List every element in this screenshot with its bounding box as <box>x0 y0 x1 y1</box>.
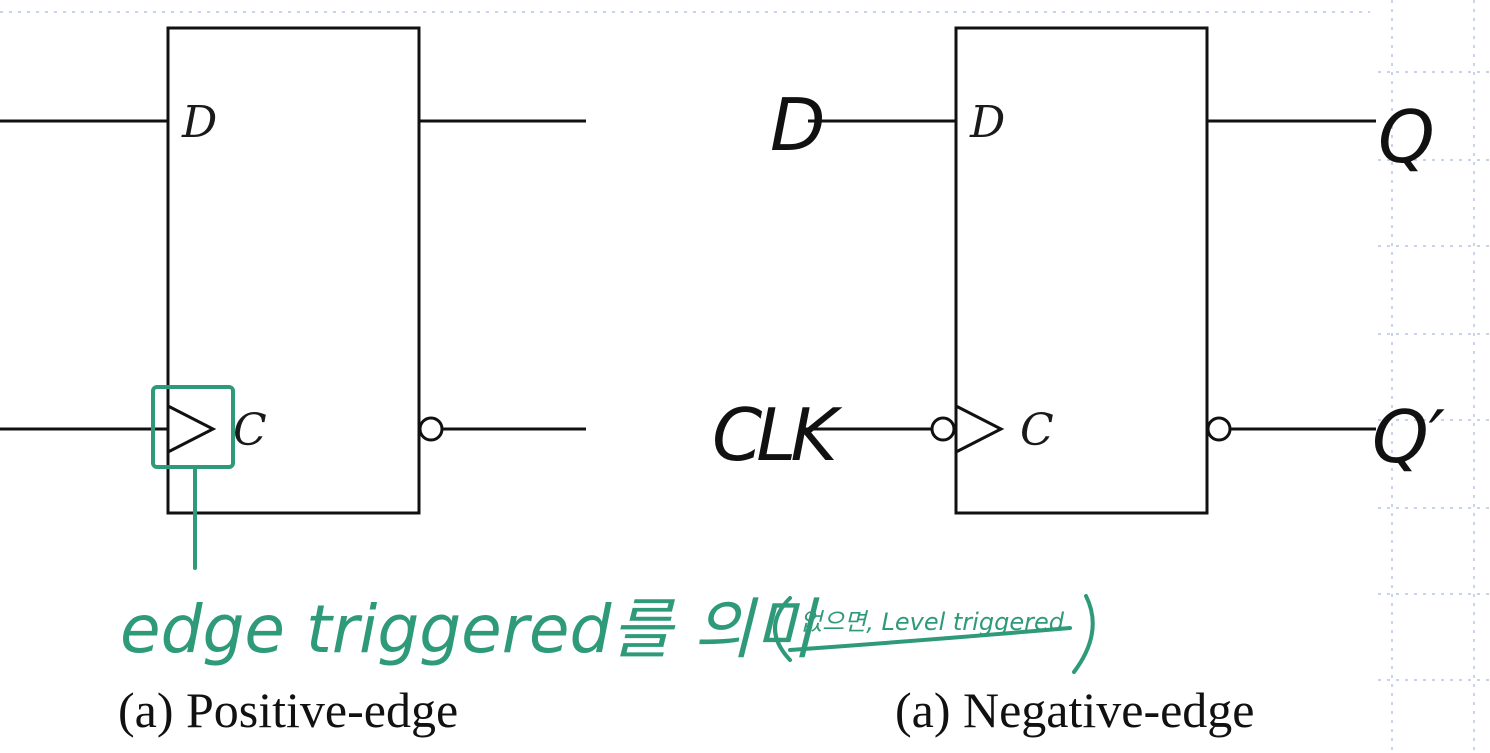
ff-body-left <box>166 26 421 515</box>
inversion-bubble-output-left <box>418 416 444 442</box>
pin-label-c-right: C <box>1020 405 1054 456</box>
positive-edge-flip-flop <box>0 26 586 515</box>
ff-body-right <box>954 26 1209 515</box>
hand-label-d-input: D <box>770 83 825 167</box>
caption-positive-edge: (a) Positive-edge <box>118 682 458 738</box>
hand-label-clk: CLK <box>712 393 842 477</box>
pin-label-d-right: D <box>969 97 1005 148</box>
clock-triangle-left <box>167 404 217 454</box>
pin-label-d-left: D <box>181 97 217 148</box>
edge-trigger-annotation-marks <box>151 385 1095 674</box>
annotation-open-paren <box>773 596 792 662</box>
annotation-edge-triggered: edge triggered를 의미 <box>120 591 820 668</box>
annotation-level-triggered: 없으면, Level triggered <box>800 608 1065 636</box>
clock-triangle-right <box>955 404 1005 454</box>
caption-negative-edge: (a) Negative-edge <box>895 682 1255 738</box>
inversion-bubble-output-right <box>1206 416 1232 442</box>
annotation-close-paren <box>1072 594 1095 674</box>
pin-label-c-left: C <box>233 405 267 456</box>
inversion-bubble-clock-right <box>930 416 956 442</box>
hand-label-q: Q <box>1378 95 1435 179</box>
hand-label-q-prime: Q′ <box>1372 395 1445 479</box>
negative-edge-flip-flop <box>800 26 1376 515</box>
annotation-underline <box>788 626 1072 652</box>
annotation-highlight-box <box>151 385 235 469</box>
